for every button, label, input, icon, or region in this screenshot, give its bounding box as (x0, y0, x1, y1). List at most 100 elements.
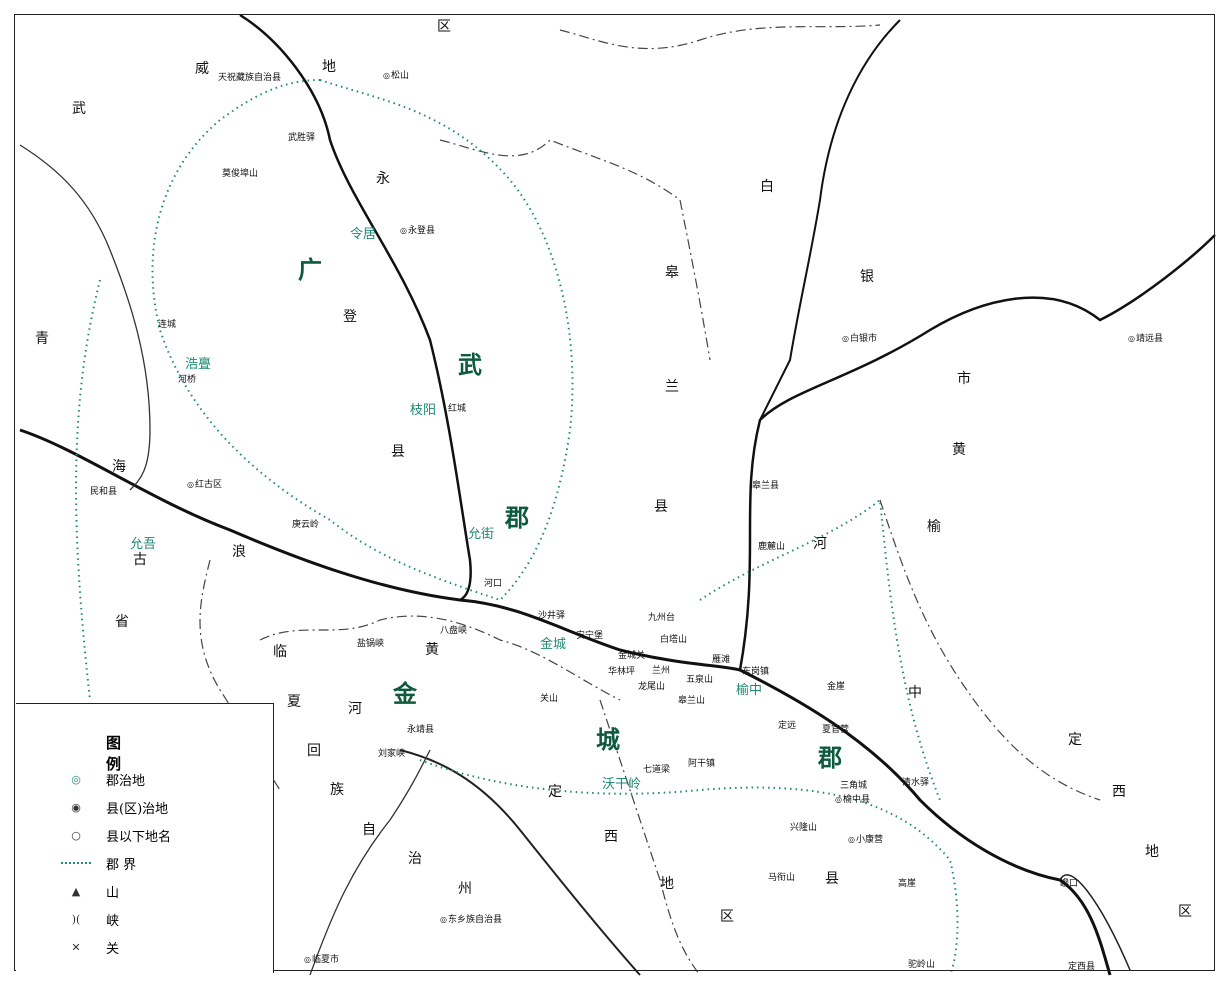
region-label: 浪 (232, 544, 246, 560)
zhuanglang-river (239, 13, 472, 602)
place-label: 莫俊埠山 (222, 169, 259, 179)
place-label: 松山 (383, 72, 409, 81)
ancient-place-label: 允街 (468, 527, 495, 542)
region-label: 临 (273, 644, 287, 660)
gorge-icon: )( (71, 912, 81, 926)
region-label: 西 (604, 829, 618, 845)
region-label: 治 (408, 851, 422, 867)
place-label: 兴隆山 (790, 823, 818, 833)
commandery-boundary-jincheng (75, 279, 959, 976)
place-label: 白银市 (842, 335, 877, 344)
place-label: 刘家峡 (378, 749, 406, 759)
region-label: 海 (112, 459, 126, 475)
place-label: 八盘峡 (440, 626, 468, 636)
legend-label: 县以下地名 (106, 829, 172, 845)
place-label: 红古区 (187, 481, 222, 490)
region-label: 区 (1178, 904, 1192, 920)
region-label: 回 (307, 743, 321, 759)
region-label: 榆 (927, 519, 941, 535)
place-label: 定远 (778, 721, 797, 731)
place-label: 靖远县 (1128, 335, 1163, 344)
place-label: 九州台 (648, 613, 676, 623)
place-label: 临夏市 (304, 956, 339, 965)
admin-boundary-2 (259, 615, 621, 701)
legend: 图 例 ◎ 郡治地 ◉ 县(区)治地 ○ 县以下地名 郡 界 ▲ 山 )( 峡 … (16, 703, 274, 973)
region-label: 自 (362, 822, 376, 838)
place-label: 红城 (448, 404, 467, 414)
place-label: 驼岭山 (908, 960, 936, 970)
place-label: 东乡族自治县 (440, 916, 502, 925)
yellow-river (19, 428, 1112, 976)
region-label: 夏 (287, 694, 301, 710)
commandery-label: 城 (596, 725, 622, 754)
place-label: 皋兰山 (678, 696, 706, 706)
legend-row: 郡 界 (56, 852, 136, 874)
place-label: 盐锅峡 (357, 639, 385, 649)
commandery-seat-icon: ◎ (71, 772, 81, 786)
place-label: 高崖 (898, 879, 917, 889)
admin-boundary-5 (599, 699, 701, 976)
region-label: 区 (720, 909, 734, 925)
commandery-label: 广 (298, 255, 324, 284)
place-label: 五泉山 (686, 675, 714, 685)
place-label: 三角城 (840, 781, 868, 791)
place-label: 兰州 (652, 666, 671, 676)
region-label: 定 (548, 784, 562, 800)
legend-row: ▲ 山 (56, 880, 119, 902)
ancient-place-label: 允吾 (130, 537, 157, 552)
region-label: 银 (860, 269, 874, 285)
region-label: 州 (458, 881, 472, 897)
region-label: 皋 (665, 265, 679, 281)
admin-boundary-3 (879, 499, 1101, 801)
map-frame (14, 14, 1215, 971)
place-label: 永登县 (400, 227, 435, 236)
commandery-label: 金 (393, 679, 419, 708)
yellow-river-north (738, 234, 1216, 671)
white-river (759, 19, 901, 421)
place-label: 金城关 (618, 651, 646, 661)
admin-boundary-1 (439, 139, 711, 361)
pass-icon: ✕ (71, 940, 81, 954)
legend-label: 关 (106, 941, 120, 957)
place-label: 民和县 (90, 487, 118, 497)
river-label: 河 (813, 536, 827, 552)
region-label: 永 (376, 171, 390, 187)
ancient-place-label: 枝阳 (410, 403, 437, 418)
place-label: 白塔山 (660, 635, 688, 645)
region-label: 西 (1112, 784, 1126, 800)
county-seat-icon: ◉ (71, 800, 81, 814)
region-label: 白 (760, 179, 774, 195)
commandery-boundary-guangwu (151, 78, 574, 602)
place-label: 清水驿 (902, 778, 930, 788)
legend-label: 郡 界 (106, 857, 137, 873)
ancient-place-label: 浩亹 (185, 357, 212, 372)
place-label: 金崖 (827, 682, 846, 692)
place-label: 河口 (484, 579, 503, 589)
commandery-label: 郡 (505, 503, 531, 532)
place-label: 阿干镇 (688, 759, 716, 769)
legend-row: ✕ 关 (56, 936, 119, 958)
region-label: 古 (133, 552, 147, 568)
place-label: 皋兰县 (752, 481, 780, 491)
sub-county-icon: ○ (71, 828, 81, 842)
region-label: 地 (660, 876, 674, 892)
legend-row: ◉ 县(区)治地 (56, 796, 168, 818)
guanchuan-river (1059, 874, 1131, 971)
tao-river (399, 749, 641, 976)
place-label: 天祝藏族自治县 (218, 73, 282, 83)
place-label: 庚云岭 (292, 520, 320, 530)
legend-title: 图 例 (106, 734, 168, 773)
ancient-place-label: 沃干岭 (602, 777, 642, 792)
place-label: 鹿麓山 (758, 542, 786, 552)
region-label: 区 (437, 19, 451, 35)
place-label: 永靖县 (407, 725, 435, 735)
place-label: 河桥 (178, 375, 197, 385)
ancient-place-label: 榆中 (736, 683, 763, 698)
place-label: 巉口 (1060, 879, 1079, 889)
place-label: 马衔山 (768, 873, 796, 883)
region-label: 县 (654, 499, 668, 515)
place-label: 关山 (540, 694, 559, 704)
legend-row: ◎ 郡治地 (56, 768, 145, 790)
